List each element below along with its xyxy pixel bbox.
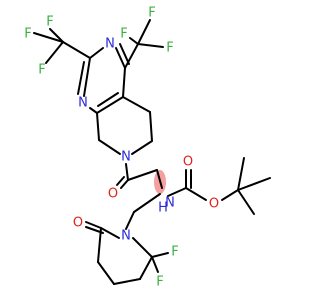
fluorine-atom: F bbox=[38, 63, 45, 78]
fluorine-atom: F bbox=[148, 6, 155, 21]
bond bbox=[62, 41, 91, 59]
bond bbox=[125, 163, 129, 181]
bond bbox=[221, 189, 239, 201]
fluorine-atom: F bbox=[156, 275, 163, 290]
bond bbox=[151, 252, 169, 258]
carbamate-ester-oxygen: O bbox=[209, 197, 219, 212]
bond bbox=[132, 237, 153, 258]
lactam-nitrogen: N bbox=[121, 229, 131, 244]
fluorine-atom: F bbox=[171, 245, 178, 260]
fluorine-atom: F bbox=[46, 15, 53, 30]
bond bbox=[33, 32, 64, 43]
bond bbox=[45, 41, 64, 64]
bond bbox=[151, 256, 159, 273]
bond bbox=[167, 187, 187, 197]
bond bbox=[149, 111, 153, 142]
fluorine-atom: F bbox=[120, 27, 127, 42]
bond bbox=[120, 179, 129, 189]
bond bbox=[237, 157, 245, 191]
pyrimidine-nitrogen: N bbox=[78, 96, 88, 111]
bond bbox=[125, 211, 135, 230]
bond bbox=[133, 193, 161, 213]
carbamate-carbonyl-oxygen: O bbox=[183, 155, 193, 170]
bond bbox=[89, 47, 104, 59]
bonds bbox=[33, 19, 271, 285]
bond bbox=[122, 67, 126, 98]
bond bbox=[122, 96, 151, 113]
ketone-oxygen: O bbox=[108, 187, 118, 202]
bond bbox=[96, 96, 124, 114]
bond bbox=[127, 169, 158, 181]
bond bbox=[119, 43, 130, 65]
bond bbox=[113, 278, 141, 285]
bond bbox=[116, 176, 125, 186]
amide-hydrogen: H bbox=[158, 201, 168, 216]
bond bbox=[96, 112, 100, 141]
molecule-structure: F F F F F F N N N O O O N H O N F F bbox=[24, 6, 271, 290]
bond bbox=[237, 189, 255, 215]
bond bbox=[124, 43, 139, 69]
bond bbox=[131, 140, 153, 155]
pyrimidine-nitrogen: N bbox=[105, 37, 115, 52]
bond bbox=[156, 169, 163, 189]
bond bbox=[85, 221, 102, 229]
bond bbox=[185, 187, 207, 201]
bond bbox=[97, 92, 119, 107]
bond bbox=[98, 139, 121, 155]
bond bbox=[97, 227, 102, 263]
amide-nitrogen: N bbox=[165, 196, 175, 211]
bond bbox=[97, 261, 115, 285]
bond bbox=[100, 227, 120, 239]
bond bbox=[77, 61, 85, 95]
bond bbox=[137, 43, 164, 48]
lactam-oxygen: O bbox=[73, 216, 83, 231]
ring-nitrogen: N bbox=[121, 150, 131, 165]
atom-labels: F F F F F F N N N O O O N H O N F F bbox=[24, 6, 219, 290]
bond bbox=[89, 107, 98, 114]
bond bbox=[49, 28, 64, 43]
bond bbox=[129, 37, 139, 45]
bond bbox=[83, 57, 91, 97]
bond bbox=[115, 47, 126, 69]
fluorine-atom: F bbox=[166, 41, 173, 56]
fluorine-atom: F bbox=[24, 27, 31, 42]
bond bbox=[139, 256, 153, 280]
bond bbox=[137, 19, 151, 45]
bond bbox=[237, 177, 271, 191]
